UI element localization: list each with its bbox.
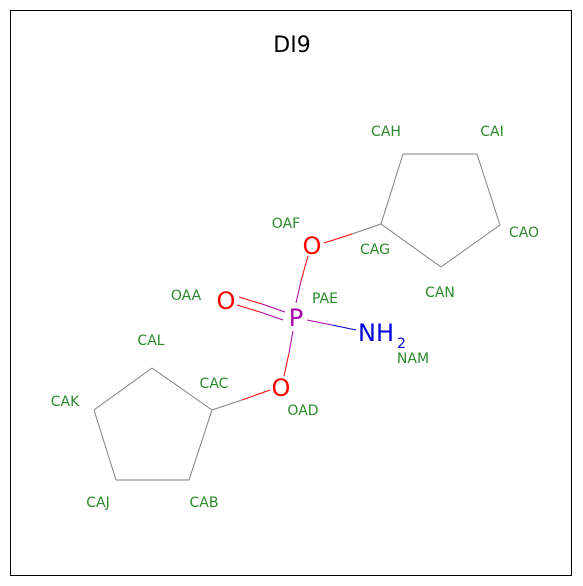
bond-oaa-pae-1 (238, 296, 263, 305)
atom-label-nam: NAM (397, 351, 429, 367)
heteroatom-bonds (211, 223, 382, 411)
bond-pae-oad-o (283, 352, 290, 377)
atom-label-caj: CAJ (86, 495, 109, 511)
diagram-frame (10, 10, 572, 576)
atom-label-cai: CAI (480, 124, 503, 140)
element-nam-subscript: 2 (397, 336, 406, 352)
bond-cac-cab (188, 409, 213, 481)
bond-oaf-pae-o (300, 255, 309, 282)
lower-ring (93, 367, 213, 481)
atom-label-cak: CAK (51, 394, 80, 410)
bond-oad-cac-o (241, 389, 271, 401)
element-oaa: O (217, 287, 236, 315)
bond-oaa-pae-2 (261, 303, 286, 313)
upper-ring (380, 153, 501, 268)
atom-label-cag: CAG (360, 242, 390, 258)
bond-cai-cao (476, 153, 501, 226)
bond-cag-oaf-o (323, 233, 353, 244)
atom-label-cal: CAL (137, 333, 164, 349)
element-nam: NH (358, 319, 394, 347)
bond-pae-nam-n (331, 324, 357, 331)
bond-cag-cah (380, 153, 404, 225)
atom-label-cah: CAH (371, 124, 401, 140)
atom-label-oaa: OAA (171, 288, 202, 304)
bond-pae-oad-p (288, 330, 294, 354)
atom-label-oaf: OAF (272, 216, 300, 232)
element-pae: P (289, 304, 303, 332)
bond-oaa-pae-3 (236, 304, 261, 313)
bond-caj-cak (93, 409, 117, 481)
bond-oad-cac-c (211, 399, 243, 411)
element-oaf: O (303, 232, 322, 260)
atom-label-cab: CAB (190, 495, 219, 511)
bond-can-cag (380, 223, 442, 268)
bond-pae-nam-p (306, 319, 333, 326)
element-oad: O (272, 374, 291, 402)
atom-label-can: CAN (425, 285, 455, 301)
bond-cak-cal (93, 367, 153, 411)
atom-label-cao: CAO (509, 225, 539, 241)
element-symbols: O O P NH 2 O (217, 232, 406, 402)
bond-oaf-pae-p (295, 280, 302, 304)
atom-labels: CAH CAI CAO CAG CAN OAF OAA PAE NAM CAL … (51, 124, 539, 511)
atom-label-oad: OAD (287, 403, 318, 419)
atom-label-cac: CAC (200, 376, 229, 392)
atom-label-pae: PAE (312, 291, 338, 307)
bond-cag-oaf-c (351, 223, 382, 235)
diagram-title: DI9 (273, 33, 310, 58)
bond-oaa-pae-4 (259, 311, 284, 321)
bond-cal-cac (151, 367, 213, 411)
bond-cao-can (440, 224, 501, 268)
